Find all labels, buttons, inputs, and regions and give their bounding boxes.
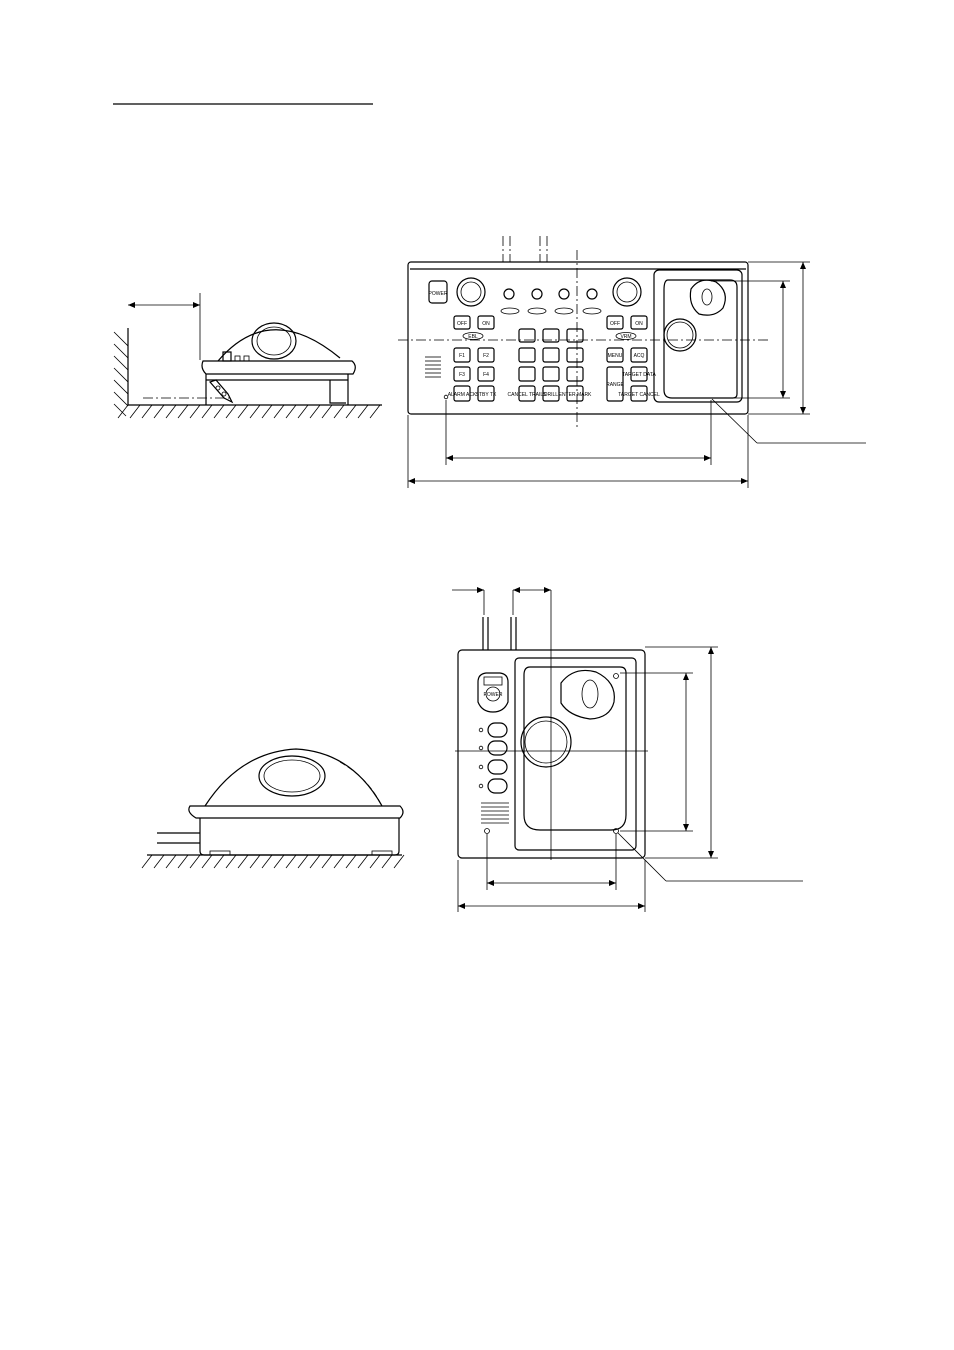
keyboard-top-view: POWER OFF ON OFF ON EBL VRM F1 F2 F3 F4	[398, 236, 866, 488]
keyboard-side-view	[113, 293, 382, 419]
kb-menu-label: MENU	[608, 353, 623, 359]
kb-vrm-label: VRM	[620, 334, 631, 340]
trackball-side-view	[141, 748, 405, 869]
kb-drill-label: DRILL	[544, 392, 558, 398]
kb-ebl-label: EBL	[468, 334, 478, 340]
tb-power-key-label: POWER	[484, 692, 503, 698]
kb-f4-label: F4	[483, 372, 489, 378]
kb-off-left-label: OFF	[457, 321, 467, 327]
kb-f1-label: F1	[459, 353, 465, 359]
kb-power-key-label: POWER	[429, 291, 448, 297]
kb-stby-tx-label: STBY TX	[476, 392, 497, 398]
trackball-top-view: POWER	[452, 587, 803, 912]
kb-f3-label: F3	[459, 372, 465, 378]
kb-enter-mark-label: ENTER MARK	[559, 392, 592, 398]
kb-cancel-trails-label: CANCEL TRAILS	[508, 392, 548, 398]
kb-on-left-label: ON	[482, 321, 490, 327]
kb-alarm-ack-label: ALARM ACK	[448, 392, 477, 398]
kb-range-label: RANGE	[606, 382, 624, 388]
kb-on-right-label: ON	[635, 321, 643, 327]
kb-power-key	[428, 280, 448, 304]
kb-acq-label: ACQ	[634, 353, 645, 359]
kb-target-data-label: TARGET DATA	[622, 372, 656, 378]
kb-f2-label: F2	[483, 353, 489, 359]
kb-off-right-label: OFF	[610, 321, 620, 327]
kb-target-cancel-label: TARGET CANCEL	[618, 392, 660, 398]
